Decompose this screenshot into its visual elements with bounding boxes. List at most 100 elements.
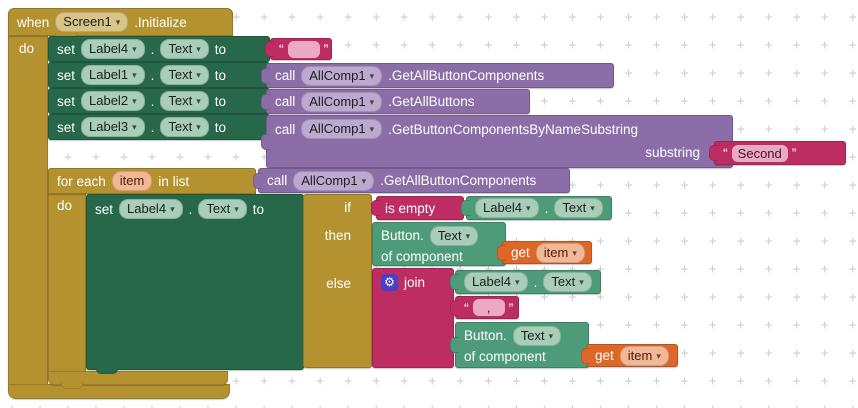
set-label2-text-block[interactable]: set Label2▾ . Text▾ to [48,88,270,114]
call-keyword: call [267,173,288,188]
dot-separator: . [544,200,549,216]
text-input-field[interactable]: , [472,299,505,316]
component-dropdown[interactable]: AllComp1▾ [301,119,383,139]
variable-dropdown[interactable]: item▾ [619,345,669,366]
open-quote: “ [464,299,469,316]
text-input-field[interactable]: Second [731,144,788,162]
dropdown-icon: ▾ [132,122,137,132]
component-dropdown[interactable]: AllComp1▾ [301,91,383,112]
component-dropdown[interactable]: Label3▾ [81,117,145,137]
dropdown-icon: ▾ [515,277,520,287]
dot-separator: . [188,201,193,217]
component-dropdown[interactable]: AllComp1▾ [293,170,375,191]
inner-set-label4-text-block[interactable]: set Label4▾ . Text▾ to [86,194,304,374]
label4-text-getter-block[interactable]: Label4▾ . Text▾ [466,196,612,220]
dropdown-icon: ▾ [115,17,121,27]
mutator-gear-icon[interactable]: ⚙ [381,273,398,291]
foreach-keyword: for each [57,173,106,189]
dot-separator: . [150,67,155,83]
then-keyword: then [324,228,351,243]
property-value: Text [437,227,462,243]
set-label1-text-block[interactable]: set Label1▾ . Text▾ to [48,62,270,88]
substring-param-label: substring [645,144,700,160]
component-dropdown[interactable]: Label1▾ [81,65,145,85]
to-keyword: to [214,119,226,135]
property-dropdown[interactable]: Text▾ [160,39,209,59]
open-quote: “ [279,41,284,57]
is-empty-block[interactable]: is empty [376,196,464,220]
component-dropdown[interactable]: Label2▾ [81,91,145,111]
call-getallbuttoncomponents-block[interactable]: call AllComp1▾ .GetAllButtonComponents [266,63,614,88]
property-dropdown[interactable]: Text▾ [160,65,209,85]
when-screen1-initialize-block[interactable]: when Screen1 ▾ .Initialize [8,8,233,40]
method-name: .GetButtonComponentsByNameSubstring [388,121,639,137]
component-dropdown[interactable]: Label4▾ [464,272,528,292]
set-keyword: set [57,67,76,83]
foreach-call-getallbuttoncomponents-block[interactable]: call AllComp1▾ .GetAllButtonComponents [258,168,570,193]
when-block-bottom[interactable] [8,384,230,399]
call-getallbuttons-block[interactable]: call AllComp1▾ .GetAllButtons [266,89,530,114]
dot-separator: . [533,274,538,290]
open-quote: “ [723,145,728,161]
variable-dropdown[interactable]: item▾ [535,242,585,263]
button-text-of-component-block[interactable]: Button. Text▾ of component [372,222,506,266]
dropdown-icon: ▾ [579,277,584,287]
close-quote: ” [508,299,514,316]
get-keyword: get [511,245,530,260]
get-item-block[interactable]: get item▾ [502,241,592,264]
loop-variable-field[interactable]: item [111,171,153,191]
text-input-field[interactable] [287,40,320,58]
event-component-dropdown[interactable]: Screen1 ▾ [55,12,129,32]
dropdown-icon: ▾ [170,204,175,214]
component-value: Label2 [89,93,129,108]
component-dropdown[interactable]: Label4▾ [119,199,183,219]
property-value: Text [168,93,193,108]
dropdown-icon: ▾ [548,330,554,341]
component-value: AllComp1 [309,93,366,109]
get-item-block[interactable]: get item▾ [586,344,678,367]
set-label4-text-block[interactable]: set Label4▾ . Text▾ to [48,36,270,62]
component-value: Label1 [89,67,129,82]
button-text-of-component-block[interactable]: Button. Text▾ of component [455,322,589,368]
component-value: Label4 [127,201,167,216]
do-label-inner: do [57,198,73,213]
call-keyword: call [275,68,296,83]
dropdown-icon: ▾ [369,96,375,107]
component-value: AllComp1 [301,172,358,188]
property-dropdown[interactable]: Text▾ [198,199,247,219]
call-keyword: call [275,121,296,137]
dot-separator: . [150,93,155,109]
property-dropdown[interactable]: Text▾ [554,198,603,218]
comma-string-block[interactable]: “ , ” [455,296,519,319]
property-dropdown[interactable]: Text▾ [429,225,479,246]
when-block-body[interactable] [8,34,48,386]
dropdown-icon: ▾ [526,203,531,213]
join-block[interactable]: ⚙ join [372,268,454,368]
of-component-label: of component [464,349,546,364]
component-dropdown[interactable]: Label4▾ [475,198,539,218]
set-keyword: set [95,201,114,217]
component-dropdown[interactable]: Label4▾ [81,39,145,59]
if-then-else-block[interactable]: if then else [303,194,372,368]
dropdown-icon: ▾ [132,44,137,54]
second-string-block[interactable]: “ Second ” [714,141,846,165]
property-dropdown[interactable]: Text▾ [160,91,209,111]
property-dropdown[interactable]: Text▾ [543,272,592,292]
property-dropdown[interactable]: Text▾ [512,325,562,346]
foreach-block-body[interactable] [48,193,86,372]
statement-notch [96,367,118,374]
property-dropdown[interactable]: Text▾ [160,117,209,137]
dropdown-icon: ▾ [196,96,201,106]
call-getbuttoncomponentsbynamesubstring-block[interactable]: call AllComp1▾ .GetButtonComponentsByNam… [266,115,733,168]
foreach-block-bottom[interactable] [48,371,228,389]
foreach-block[interactable]: for each item in list [48,168,256,194]
label4-text-getter-block[interactable]: Label4▾ . Text▾ [455,270,601,294]
dropdown-icon: ▾ [572,247,577,258]
set-label3-text-block[interactable]: set Label3▾ . Text▾ to [48,114,270,140]
component-dropdown[interactable]: AllComp1▾ [301,65,383,86]
component-value: AllComp1 [309,121,366,136]
property-value: Text [551,274,576,289]
empty-string-block[interactable]: “ ” [270,38,332,60]
component-value: Label4 [89,41,129,56]
